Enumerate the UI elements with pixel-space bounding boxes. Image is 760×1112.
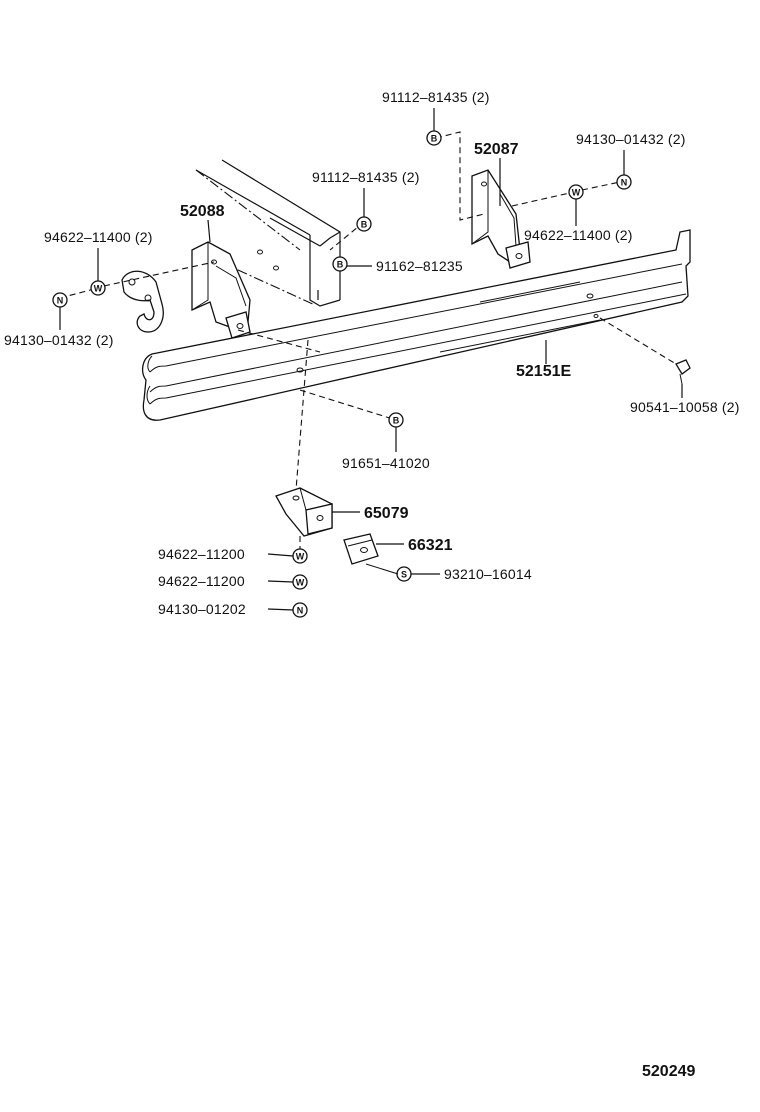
label-bracket-52087: 52087 [474,141,519,158]
svg-text:B: B [431,134,438,144]
nut-symbol-01202[interactable]: N [292,602,308,618]
bumper-stay-65079[interactable] [275,487,333,537]
label-nut-01202: 94130–01202 [158,601,246,617]
svg-text:B: B [393,416,400,426]
label-bolt-91162: 91162–81235 [376,258,463,274]
svg-text:B: B [361,220,368,230]
svg-text:N: N [297,606,304,616]
label-bolt-91651: 91651–41020 [342,455,430,471]
washer-symbol-11200-b[interactable]: W [292,574,308,590]
diagram-id: 520249 [642,1063,695,1080]
label-screw-93210: 93210–16014 [444,566,532,582]
washer-symbol-right[interactable]: W [568,184,584,200]
label-bolt-center: 91112–81435 (2) [312,169,420,185]
screw-symbol-93210[interactable]: S [396,566,412,582]
bracket-52088[interactable] [191,241,251,339]
bolt-symbol-91651[interactable]: B [388,412,404,428]
label-washer-left: 94622–11400 (2) [44,229,153,245]
svg-text:W: W [94,284,103,294]
svg-text:W: W [572,188,581,198]
svg-text:W: W [296,578,305,588]
bolt-symbol-91162[interactable]: B [332,256,348,272]
bracket-52087[interactable] [471,169,531,269]
label-nut-top-right: 94130–01432 (2) [576,131,686,147]
svg-text:B: B [337,260,344,270]
washer-symbol-left[interactable]: W [90,280,106,296]
label-washer-right: 94622–11400 (2) [524,227,633,243]
svg-text:W: W [296,552,305,562]
label-washer-11200-a: 94622–11200 [158,546,245,562]
rear-bumper-52151E[interactable] [141,229,691,421]
bolt-90541[interactable] [675,359,691,385]
stopper-66321[interactable] [343,533,379,565]
leader-lines [59,108,683,611]
frame-rail [195,159,341,307]
bolt-symbol-center[interactable]: B [356,216,372,232]
svg-text:S: S [401,570,407,580]
washer-symbol-11200-a[interactable]: W [292,548,308,564]
nut-symbol-left[interactable]: N [52,292,68,308]
svg-text:N: N [621,178,628,188]
label-nut-left: 94130–01432 (2) [4,332,114,348]
bolt-symbol-top-right[interactable]: B [426,130,442,146]
assembly-lines [59,131,677,552]
label-bracket-52088: 52088 [180,203,225,220]
label-washer-11200-b: 94622–11200 [158,573,245,589]
towing-hook[interactable] [121,270,164,333]
label-bumper-52151E: 52151E [516,363,571,380]
label-bolt-top-right: 91112–81435 (2) [382,89,490,105]
label-bolt-90541: 90541–10058 (2) [630,399,740,415]
nut-symbol-top-right[interactable]: N [616,174,632,190]
label-stopper-66321: 66321 [408,537,453,554]
label-stay-65079: 65079 [364,505,409,522]
svg-text:N: N [57,296,64,306]
part-labels: 91112–81435 (2) 94130–01432 (2) 52087 91… [4,89,740,1080]
